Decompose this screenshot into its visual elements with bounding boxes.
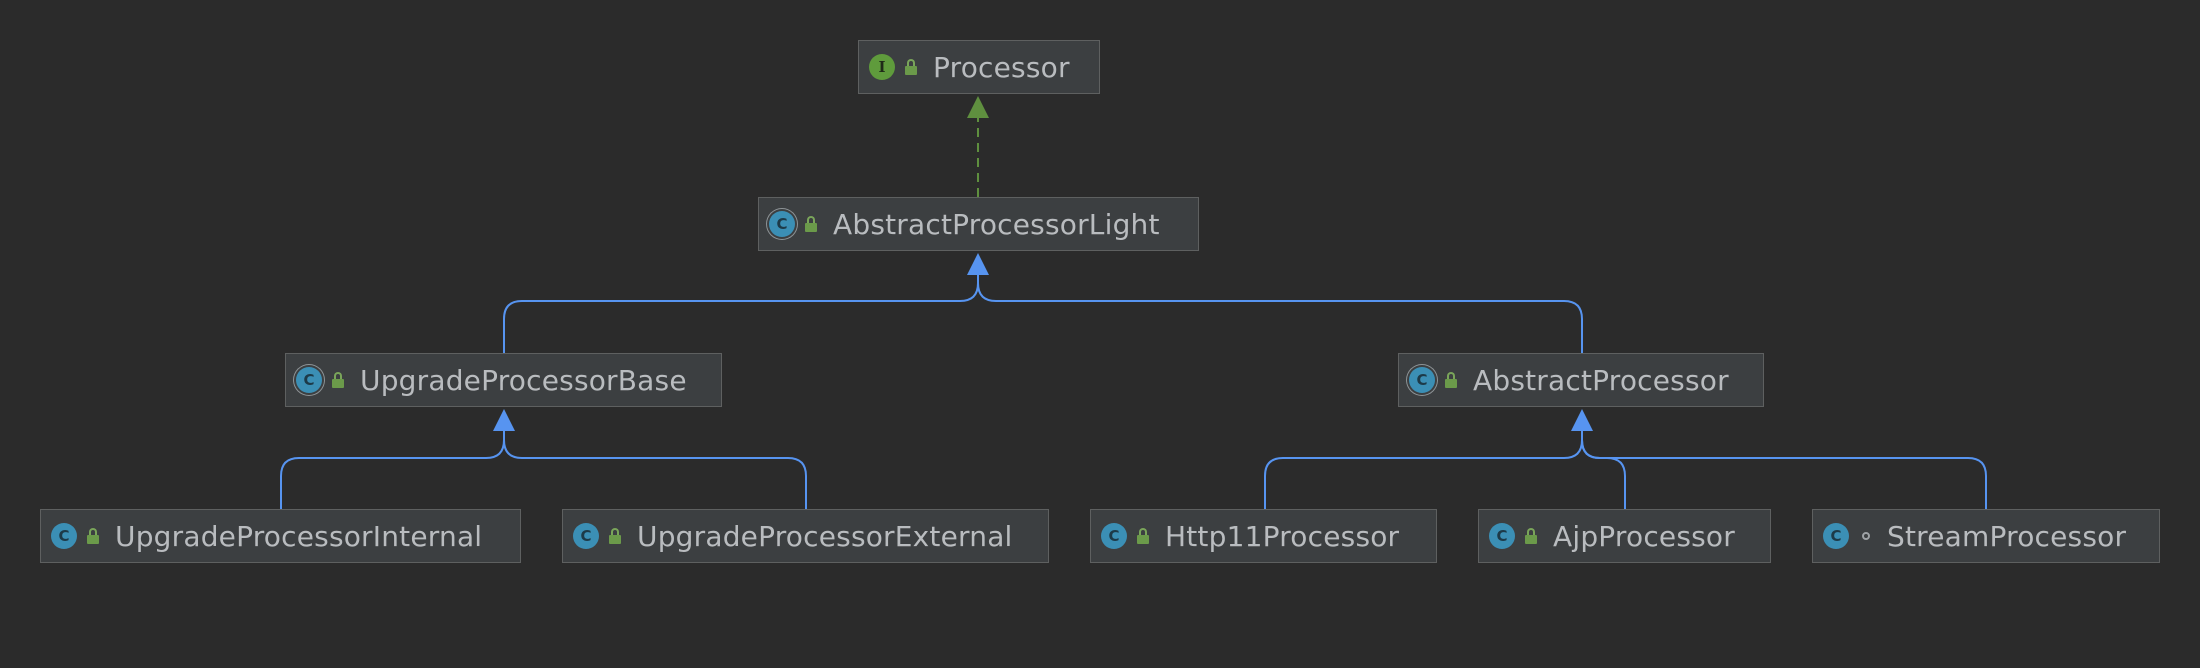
- class-node-http11-processor[interactable]: C Http11Processor: [1090, 509, 1437, 563]
- class-node-upgrade-processor-internal[interactable]: C UpgradeProcessorInternal: [40, 509, 521, 563]
- class-node-abstract-processor-light[interactable]: C AbstractProcessorLight: [758, 197, 1199, 251]
- class-icon: C: [51, 523, 77, 549]
- package-private-dot-icon: [1857, 527, 1875, 545]
- class-node-upgrade-processor-base[interactable]: C UpgradeProcessorBase: [285, 353, 722, 407]
- class-node-processor[interactable]: I Processor: [858, 40, 1100, 94]
- class-node-stream-processor[interactable]: C StreamProcessor: [1812, 509, 2160, 563]
- extends-edge: [1581, 431, 1626, 509]
- extends-edge: [280, 431, 505, 509]
- class-node-label: AbstractProcessor: [1473, 363, 1729, 397]
- public-lock-icon: [1135, 527, 1153, 545]
- extends-edge: [1264, 431, 1583, 509]
- public-lock-icon: [85, 527, 103, 545]
- extends-edge: [1581, 431, 1987, 509]
- class-node-upgrade-processor-external[interactable]: C UpgradeProcessorExternal: [562, 509, 1049, 563]
- extends-edge: [503, 275, 979, 353]
- class-node-label: StreamProcessor: [1887, 519, 2127, 553]
- public-lock-icon: [1523, 527, 1541, 545]
- class-node-label: UpgradeProcessorExternal: [637, 519, 1013, 553]
- public-lock-icon: [903, 58, 921, 76]
- extends-arrowhead: [967, 253, 989, 275]
- class-node-abstract-processor[interactable]: C AbstractProcessor: [1398, 353, 1764, 407]
- extends-arrowhead: [1571, 409, 1593, 431]
- class-node-label: UpgradeProcessorBase: [360, 363, 687, 397]
- public-lock-icon: [607, 527, 625, 545]
- class-node-label: Http11Processor: [1165, 519, 1400, 553]
- abstract-class-icon: C: [1409, 367, 1435, 393]
- abstract-class-icon: C: [296, 367, 322, 393]
- class-icon: C: [1823, 523, 1849, 549]
- class-node-ajp-processor[interactable]: C AjpProcessor: [1478, 509, 1771, 563]
- extends-edge: [977, 275, 1583, 353]
- interface-icon: I: [869, 54, 895, 80]
- public-lock-icon: [1443, 371, 1461, 389]
- class-node-label: AjpProcessor: [1553, 519, 1735, 553]
- class-node-label: Processor: [933, 50, 1070, 84]
- extends-arrowhead: [493, 409, 515, 431]
- public-lock-icon: [330, 371, 348, 389]
- abstract-class-icon: C: [769, 211, 795, 237]
- implements-arrowhead: [967, 96, 989, 118]
- public-lock-icon: [803, 215, 821, 233]
- class-node-label: AbstractProcessorLight: [833, 207, 1160, 241]
- extends-edge: [503, 431, 807, 509]
- class-icon: C: [1489, 523, 1515, 549]
- class-node-label: UpgradeProcessorInternal: [115, 519, 483, 553]
- class-icon: C: [573, 523, 599, 549]
- class-icon: C: [1101, 523, 1127, 549]
